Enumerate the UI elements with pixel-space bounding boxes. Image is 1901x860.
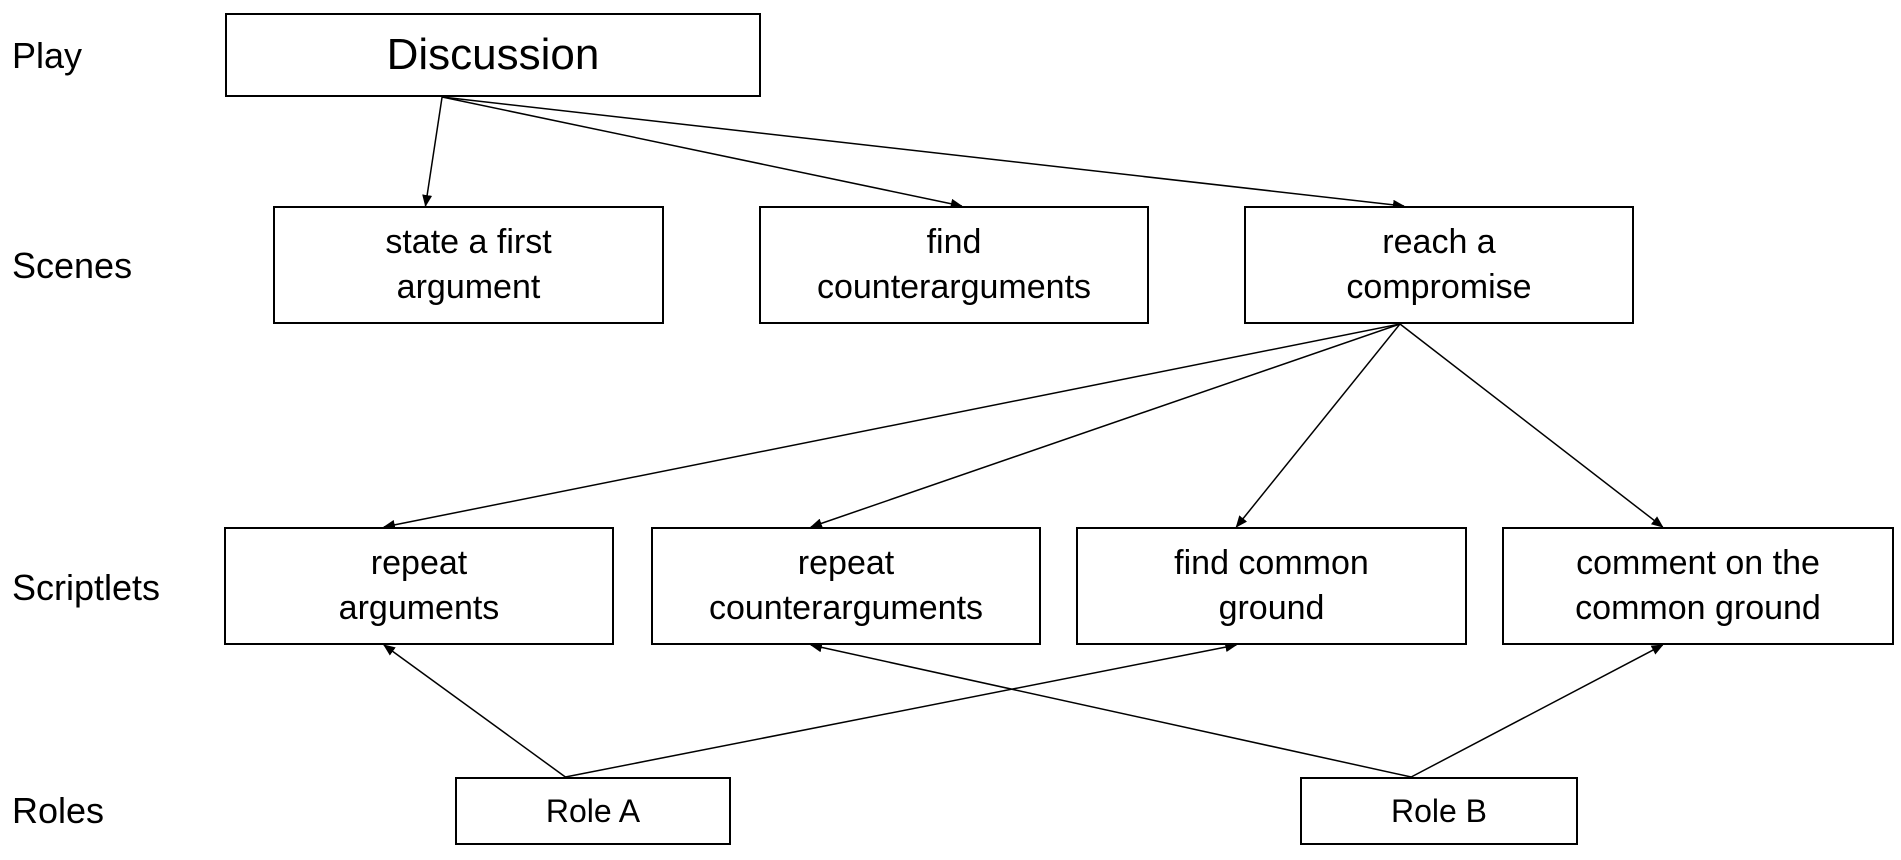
scriptlet-box-comment-common-ground: comment on the common ground <box>1502 527 1894 645</box>
scene-text-line2: compromise <box>1346 268 1532 306</box>
role-box-b: Role B <box>1300 777 1578 845</box>
scriptlet-box-find-common-ground: find common ground <box>1076 527 1467 645</box>
arrow-play-to-scene-2 <box>441 96 1405 210</box>
level-label-roles: Roles <box>12 790 105 831</box>
arrow-role-1-to-scriptlet-1 <box>809 642 1412 778</box>
scriptlet-box-repeat-counterarguments: repeat counterarguments <box>651 527 1041 645</box>
scriptlet-text-line1: repeat <box>797 544 895 583</box>
scene-text-line2: counterarguments <box>816 268 1092 306</box>
arrow-play-to-scene-0 <box>422 96 443 207</box>
scene-box-find-counterarguments: find counterarguments <box>759 206 1149 324</box>
arrow-scene-2-to-scriptlet-2 <box>1235 323 1401 528</box>
role-label: Role B <box>1390 792 1488 829</box>
scene-text-line1: reach a <box>1382 223 1496 262</box>
role-label: Role A <box>545 792 641 829</box>
arrow-scene-2-to-scriptlet-0 <box>382 323 1401 530</box>
arrow-role-0-to-scriptlet-0 <box>383 644 566 778</box>
arrow-role-0-to-scriptlet-2 <box>565 642 1238 778</box>
scriptlet-text-line2: counterarguments <box>708 589 984 627</box>
scriptlet-text-line2: ground <box>1218 589 1325 627</box>
scriptlet-text-line2: arguments <box>338 589 500 627</box>
scene-text-line1: find <box>926 223 982 262</box>
level-label-play: Play <box>12 35 83 76</box>
scene-text-line1: state a first <box>385 223 552 262</box>
arrow-role-1-to-scriptlet-3 <box>1410 644 1664 778</box>
scriptlet-box-repeat-arguments: repeat arguments <box>224 527 614 645</box>
scene-box-state-argument: state a first argument <box>273 206 664 324</box>
level-label-scriptlets: Scriptlets <box>12 567 161 608</box>
arrow-scene-2-to-scriptlet-1 <box>809 323 1401 529</box>
scriptlet-text-line1: repeat <box>370 544 468 583</box>
scriptlet-text-line1: comment on the <box>1576 544 1820 583</box>
role-box-a: Role A <box>455 777 731 845</box>
play-box: Discussion <box>225 13 761 97</box>
play-title: Discussion <box>386 29 600 79</box>
scriptlet-text-line1: find common <box>1174 544 1369 583</box>
arrow-scene-2-to-scriptlet-3 <box>1399 323 1664 528</box>
level-label-scenes: Scenes <box>12 245 133 286</box>
scene-box-reach-compromise: reach a compromise <box>1244 206 1634 324</box>
arrow-play-to-scene-1 <box>441 96 963 209</box>
scriptlet-text-line2: common ground <box>1575 589 1821 627</box>
scene-text-line2: argument <box>396 268 541 306</box>
